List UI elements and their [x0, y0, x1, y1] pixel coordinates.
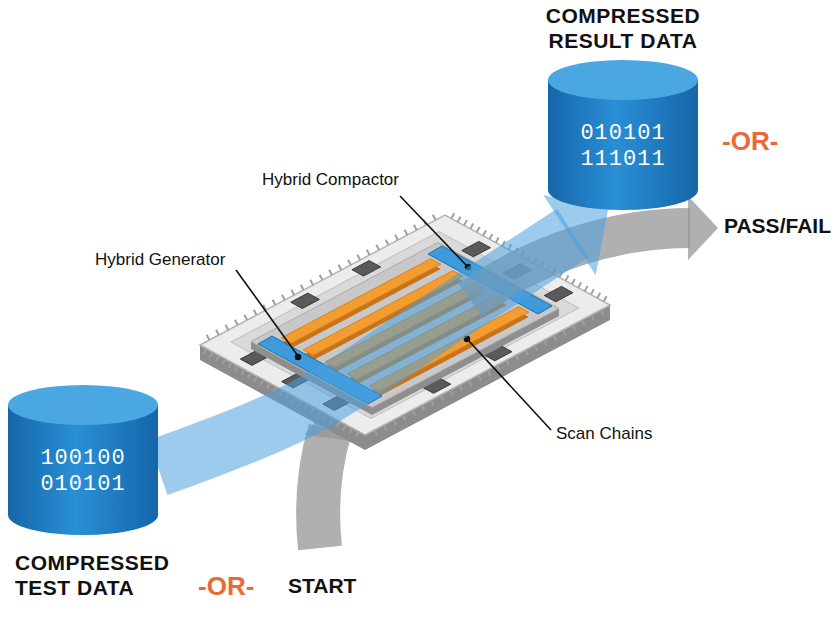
pin [403, 415, 406, 420]
pin [496, 237, 499, 242]
pin [343, 425, 346, 430]
start-label: START [288, 574, 356, 598]
pin [404, 230, 407, 235]
data-flow-arrow [158, 195, 608, 468]
pin [591, 289, 594, 294]
pin [273, 300, 276, 305]
pin [544, 340, 547, 345]
pin [254, 310, 257, 315]
pin [229, 362, 232, 367]
pin [578, 282, 581, 287]
pin [374, 430, 377, 435]
pin [440, 395, 443, 400]
pin [553, 335, 556, 340]
component-block [462, 241, 491, 256]
pin [422, 405, 425, 410]
callout-label: Hybrid Generator [95, 250, 225, 270]
callout-label: Hybrid Compactor [262, 170, 399, 190]
pin [459, 385, 462, 390]
pin [225, 325, 228, 330]
pin [572, 279, 575, 284]
pin [412, 410, 415, 415]
pin [535, 345, 538, 350]
pin [301, 285, 304, 290]
pin [469, 380, 472, 385]
pin [477, 227, 480, 232]
pin [450, 390, 453, 395]
pin [376, 245, 379, 250]
pin [384, 425, 387, 430]
pin [601, 310, 604, 315]
pin [582, 320, 585, 325]
pin [356, 432, 359, 437]
pin [248, 373, 251, 378]
pin [585, 286, 588, 291]
pin [244, 315, 247, 320]
pin [357, 255, 360, 260]
pin [458, 217, 461, 222]
pin [525, 350, 528, 355]
binary-data: 010101 111011 [577, 121, 669, 174]
store-heading: COMPRESSED TEST DATA [15, 551, 205, 601]
pin [216, 355, 219, 360]
pin [497, 365, 500, 370]
pin [604, 296, 607, 301]
component-block [291, 293, 320, 308]
or-text: -OR- [198, 571, 254, 602]
pin [395, 235, 398, 240]
component-block [352, 261, 381, 276]
pin [339, 265, 342, 270]
pin [488, 370, 491, 375]
pin [310, 280, 313, 285]
pin [216, 330, 219, 335]
pin [516, 355, 519, 360]
or-text: -OR- [722, 126, 778, 157]
component-block [544, 286, 573, 301]
pin [254, 376, 257, 381]
pin [235, 366, 238, 371]
pin [566, 276, 569, 281]
pin [470, 224, 473, 229]
pin [478, 375, 481, 380]
pin [386, 240, 389, 245]
pin [349, 428, 352, 433]
pin [203, 348, 206, 353]
pin [235, 320, 238, 325]
pin [483, 231, 486, 236]
pin [563, 330, 566, 335]
pin [210, 352, 213, 357]
pin [329, 270, 332, 275]
pin [282, 295, 285, 300]
store-heading: COMPRESSED RESULT DATA [523, 4, 723, 54]
pin [506, 360, 509, 365]
pin [223, 359, 226, 364]
pin [242, 369, 245, 374]
pin [597, 293, 600, 298]
pin [320, 275, 323, 280]
pin [572, 325, 575, 330]
pin [291, 290, 294, 295]
database-cylinder: COMPRESSED RESULT DATA010101 111011 [548, 60, 698, 210]
result-label: PASS/FAIL [724, 214, 831, 238]
pin [591, 315, 594, 320]
pin [464, 220, 467, 225]
pin [393, 420, 396, 425]
pin [207, 335, 210, 340]
binary-data: 100100 010101 [37, 446, 129, 499]
pin [367, 250, 370, 255]
pin [451, 213, 454, 218]
pin [348, 260, 351, 265]
pin [267, 383, 270, 388]
pin [414, 225, 417, 230]
pin [489, 234, 492, 239]
pin [433, 215, 436, 220]
pin [431, 400, 434, 405]
database-cylinder: COMPRESSED TEST DATA100100 010101 [8, 385, 158, 535]
callout-label: Scan Chains [556, 424, 652, 444]
pin [261, 380, 264, 385]
